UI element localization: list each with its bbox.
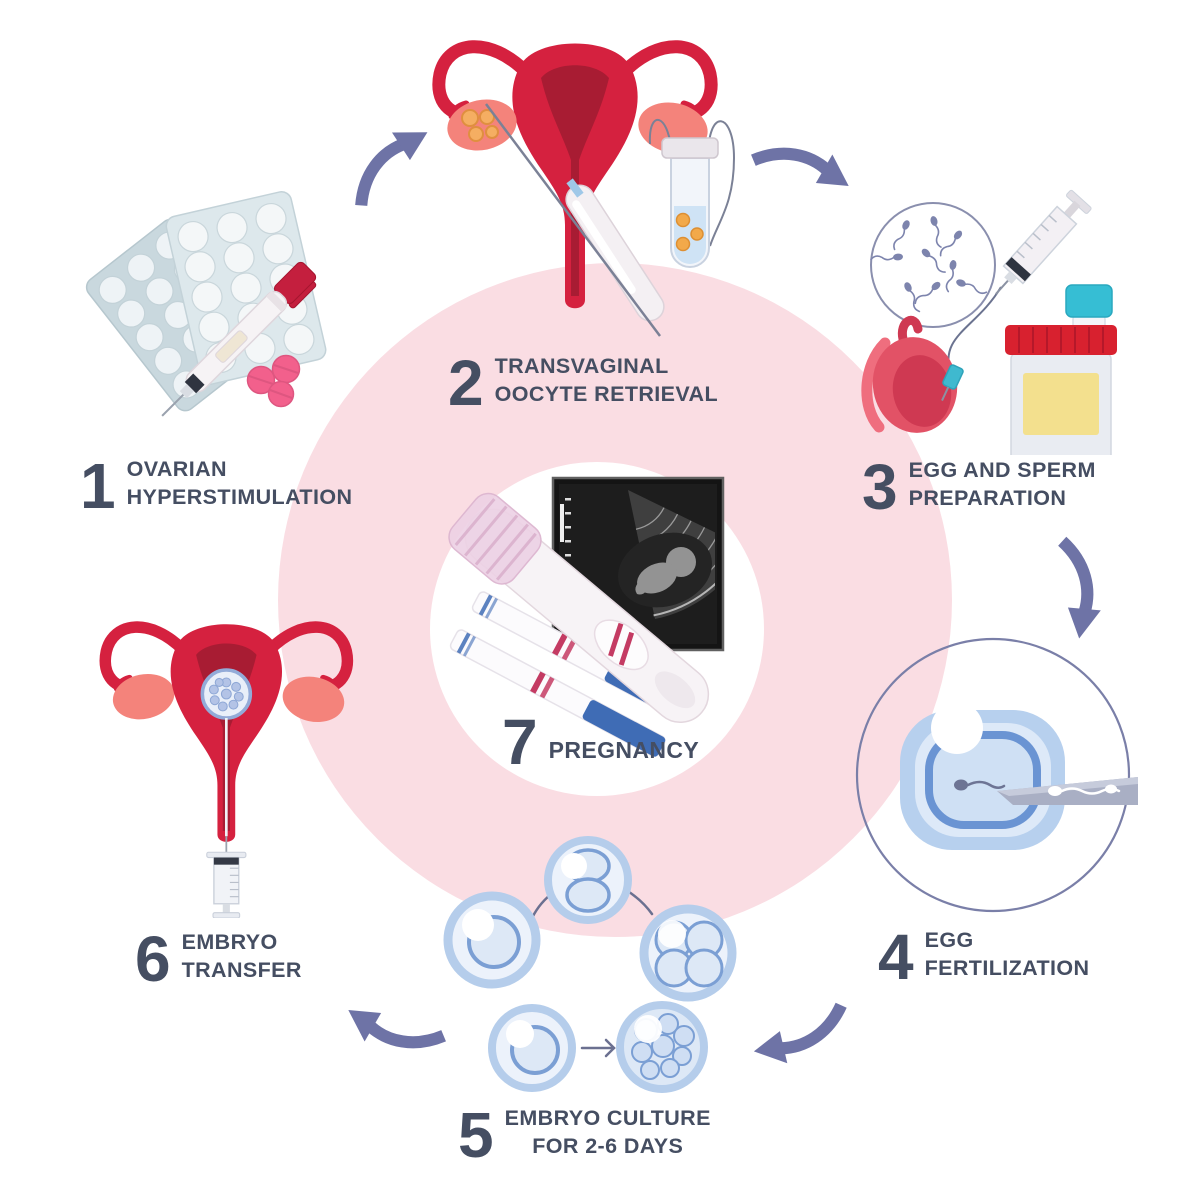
step-number: 2 [448,347,484,420]
step-title-line: PREGNANCY [548,736,700,763]
flow-arrow-2-to-3 [751,147,849,186]
step-title-line: TRANSFER [181,958,302,982]
embryo-one-cell-icon [443,891,541,989]
step-title-line: FOR 2-6 DAYS [532,1134,684,1158]
transfer-syringe-icon [206,851,247,918]
embryo-transfer-illustration [99,621,354,918]
step-4-label: 4 EGG FERTILIZATION [878,921,1090,994]
micropipette-icon [997,777,1138,805]
embryo-two-cell-icon [544,836,632,924]
step-title-line: FERTILIZATION [924,956,1090,980]
step-title-line: OOCYTE RETRIEVAL [494,382,718,406]
syringe-icon [995,189,1092,295]
step-title-line: OVARIAN [126,457,227,481]
step-number: 7 [502,706,538,778]
step-number: 5 [458,1099,494,1172]
step-1-label: 1 OVARIAN HYPERSTIMULATION [80,450,353,523]
step-2-label: 2 TRANSVAGINAL OOCYTE RETRIEVAL [448,347,718,420]
ovary-follicles-icon [461,109,499,142]
step-6-label: 6 EMBRYO TRANSFER [135,923,302,996]
sperm-microscope-view-icon [870,202,996,328]
pink-pills-icon [246,354,301,408]
uterus-aspiration-needle-illustration [432,40,736,337]
step-title-line: EMBRYO [181,930,278,954]
embryo-single-cell-icon [488,1004,576,1092]
flow-arrow-5-to-6 [348,1010,446,1049]
division-arrow-icon [580,1038,616,1058]
embryo-four-cell-icon [639,904,737,1002]
egg-test-tube-icon [648,118,736,268]
fetus-icon [635,547,696,595]
step-title-line: TRANSVAGINAL [494,354,669,378]
flow-arrow-1-to-2 [355,132,428,207]
step-number: 1 [80,450,116,523]
icsi-fertilization-illustration [855,637,1138,913]
embryo-in-uterus-icon [200,668,253,720]
egg-cell-icon [900,702,1065,850]
testicle-icon [861,316,964,433]
step-title-line: PREPARATION [908,486,1067,510]
step-number: 6 [135,923,171,996]
flow-arrow-3-to-4 [1057,536,1101,639]
test-strip-icon [449,629,666,758]
step-number: 4 [878,921,914,994]
step-title-line: EGG [924,928,974,952]
pregnancy-center-illustration [448,476,725,758]
step-5-label: 5 EMBRYO CULTURE FOR 2-6 DAYS [458,1099,711,1172]
pregnancy-test-icon [448,492,710,724]
step-title-line: EMBRYO CULTURE [504,1106,711,1130]
microscope-field-circle [855,637,1131,913]
step-7-label: 7 PREGNANCY [502,706,700,778]
step-3-label: 3 EGG AND SPERM PREPARATION [862,451,1096,524]
step-title-line: HYPERSTIMULATION [126,485,353,509]
injection-pen-icon [161,261,317,417]
step-number: 3 [862,451,898,524]
sperm-cell-icon [954,779,1006,791]
specimen-container-icon [1005,325,1117,455]
medication-blisters-and-injection-pen-illustration [85,191,327,417]
aspiration-needle-icon [485,103,661,337]
flow-arrow-4-to-5 [753,1002,847,1064]
embryo-culture-illustration [443,836,737,1093]
step-title-line: EGG AND SPERM [908,458,1096,482]
uterus-icon [432,40,718,309]
embryo-morula-icon [616,1001,708,1093]
sperm-preparation-illustration [861,189,1117,455]
